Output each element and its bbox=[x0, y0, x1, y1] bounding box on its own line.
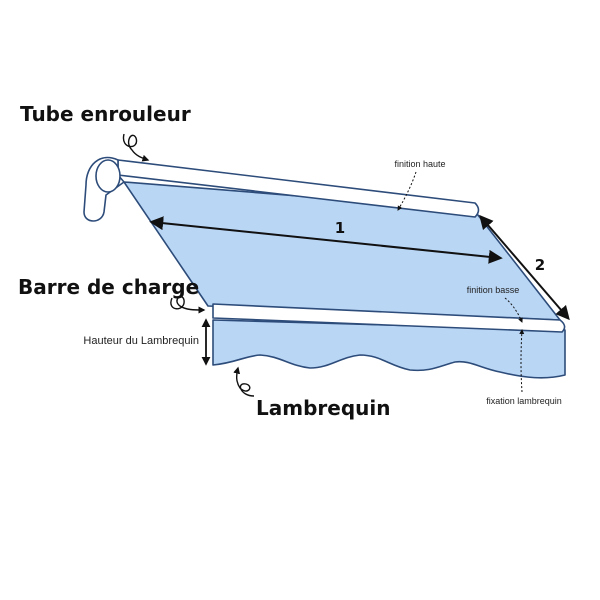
valance-fixing-pointer bbox=[519, 329, 525, 393]
lambrequin-panel bbox=[212, 319, 566, 379]
valance-fixing-label: fixation lambrequin bbox=[486, 396, 562, 406]
load-bar-label: Barre de charge bbox=[18, 275, 199, 299]
bottom-finish-pointer bbox=[504, 297, 523, 323]
bottom-finish-label: finition basse bbox=[467, 285, 520, 295]
valance-pointer bbox=[233, 366, 255, 397]
roller-tube-pointer bbox=[122, 133, 150, 162]
dimension-1-label: 1 bbox=[335, 219, 345, 237]
awning-fabric bbox=[123, 181, 561, 321]
dimension-1-arrow bbox=[149, 216, 503, 264]
side-bracket-cap bbox=[95, 159, 121, 193]
roller-tube-label: Tube enrouleur bbox=[20, 102, 191, 126]
dimension-2-label: 2 bbox=[535, 256, 545, 274]
load-bar bbox=[212, 303, 566, 333]
load-bar-pointer bbox=[170, 296, 206, 314]
dimension-2-arrow bbox=[479, 214, 570, 321]
valance-height-label: Hauteur du Lambrequin bbox=[83, 335, 199, 347]
top-finish-label: finition haute bbox=[394, 159, 445, 169]
valance-label: Lambrequin bbox=[256, 396, 390, 420]
